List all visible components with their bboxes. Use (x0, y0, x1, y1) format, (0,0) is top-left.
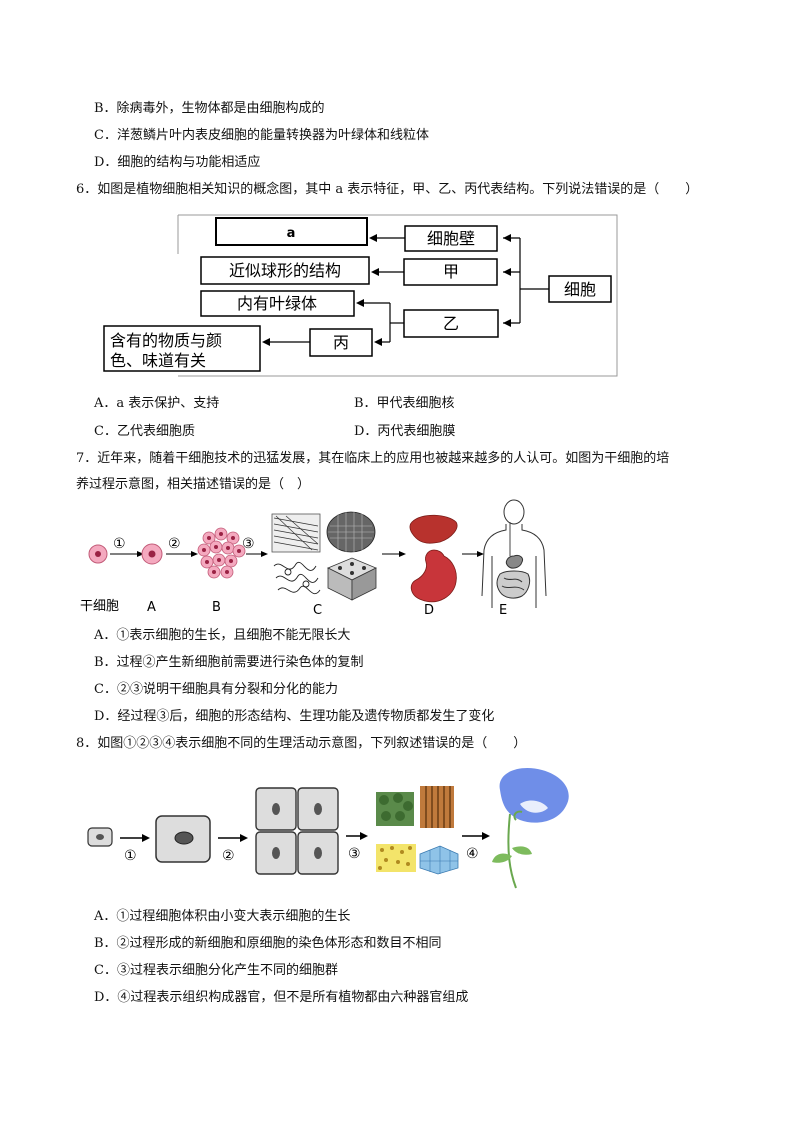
q7-step-1: ① (113, 536, 126, 552)
box-sphere (200, 256, 370, 285)
box-a-label: a (287, 226, 296, 241)
box-chloroplast-label: 内有叶绿体 (237, 294, 317, 313)
q7-option-d: D．经过程③后，细胞的形态结构、生理功能及遗传物质都发生了变化 (94, 709, 495, 724)
q8-stem: 8．如图①②③④表示细胞不同的生理活动示意图，下列叙述错误的是（ ） (76, 736, 527, 751)
q8-step-1: ① (124, 848, 137, 864)
q7-option-a: A．①表示细胞的生长，且细胞不能无限长大 (94, 628, 351, 643)
prev-option-c: C．洋葱鳞片叶内表皮细胞的能量转换器为叶绿体和线粒体 (94, 128, 429, 143)
q7-stem-line2: 养过程示意图，相关描述错误的是（ ） (76, 477, 311, 492)
q7-step-3: ③ (242, 536, 255, 552)
tissues-c-icon (271, 511, 377, 601)
box-a (215, 217, 368, 246)
liver-icon (409, 514, 458, 544)
figure-label-b: B (212, 600, 221, 615)
q8-cell-activity-figure: ① ② ③ ④ (87, 768, 569, 889)
stem-cell-label: 干细胞 (80, 599, 119, 614)
figure-label-d: D (424, 603, 434, 618)
q6-stem: 6．如图是植物细胞相关知识的概念图，其中 a 表示特征，甲、乙、丙代表结构。下列… (76, 182, 699, 197)
q8-step-4: ④ (466, 846, 479, 862)
box-bing-label: 丙 (333, 333, 349, 352)
box-cell-wall-label: 细胞壁 (427, 229, 475, 248)
box-yi-label: 乙 (443, 314, 459, 333)
human-body-icon (481, 499, 547, 608)
q6-option-d: D．丙代表细胞膜 (354, 424, 456, 439)
q8-option-c: C．③过程表示细胞分化产生不同的细胞群 (94, 963, 338, 978)
q6-option-a: A．a 表示保护、支持 (94, 396, 220, 411)
box-chloroplast (200, 290, 355, 317)
q7-stem-line1: 7．近年来，随着干细胞技术的迅猛发展，其在临床上的应用也被越来越多的人认可。如图… (76, 451, 670, 466)
q7-option-b: B．过程②产生新细胞前需要进行染色体的复制 (94, 655, 364, 670)
box-sphere-label: 近似球形的结构 (229, 261, 341, 280)
box-jia-label: 甲 (443, 262, 459, 281)
box-substance-line2: 色、味道有关 (110, 351, 206, 370)
box-cell-label: 细胞 (564, 280, 596, 299)
flower-icon (492, 768, 569, 889)
q8-option-a: A．①过程细胞体积由小变大表示细胞的生长 (94, 909, 351, 924)
box-substance-line1: 含有的物质与颜 (110, 331, 222, 350)
q7-option-c: C．②③说明干细胞具有分裂和分化的能力 (94, 682, 338, 697)
q8-option-b: B．②过程形成的新细胞和原细胞的染色体形态和数目不相同 (94, 936, 442, 951)
q6-concept-diagram: a 细胞壁 近似球形的结构 甲 细胞 内有叶绿体 乙 含有的物质与颜 色、味道有… (103, 214, 618, 377)
q7-step-2: ② (168, 536, 181, 552)
q8-option-d: D．④过程表示组织构成器官，但不是所有植物都由六种器官组成 (94, 990, 469, 1005)
figure-label-a: A (147, 600, 156, 615)
q6-option-b: B．甲代表细胞核 (354, 396, 455, 411)
q6-option-c: C．乙代表细胞质 (94, 424, 195, 439)
prev-option-d: D．细胞的结构与功能相适应 (94, 155, 261, 170)
prev-option-b: B．除病毒外，生物体都是由细胞构成的 (94, 101, 325, 116)
divided-cells-icon (255, 787, 339, 875)
plant-tissues-icon (376, 786, 459, 875)
q8-step-3: ③ (348, 846, 361, 862)
stomach-icon (410, 549, 457, 603)
box-jia (403, 258, 498, 286)
box-substance (103, 325, 261, 372)
figure-label-c: C (313, 603, 322, 618)
q7-stem-cell-figure: ① ② ③ (80, 499, 547, 618)
figure-label-e: E (499, 603, 507, 618)
q8-step-2: ② (222, 848, 235, 864)
